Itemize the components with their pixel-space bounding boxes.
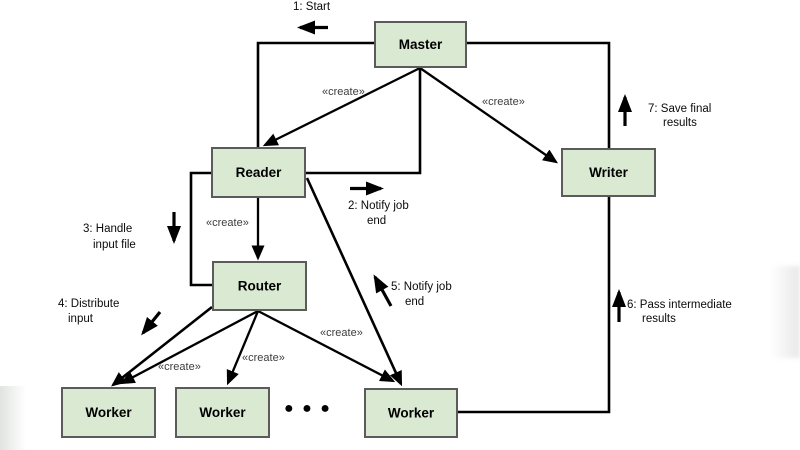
link-master-reader-right (306, 68, 422, 175)
message-1-label: 1: Start (293, 1, 331, 13)
message-2-label: 2: Notify job (348, 200, 409, 212)
message-3-label: 3: Handle (83, 223, 132, 235)
worker-ellipsis: ● ● ● (284, 400, 332, 417)
message-4-label: 4: Distribute (58, 298, 119, 310)
node-worker-middle-label: Worker (199, 405, 246, 420)
node-master: Master (374, 21, 467, 68)
create-arrow-master-reader (262, 66, 421, 147)
message-5-arrow-icon (373, 274, 393, 307)
node-worker-right-label: Worker (388, 406, 435, 421)
link-master-reader-top (256, 41, 375, 147)
stereotype-create-router-worker-right: «create» (320, 327, 363, 339)
message-2-label-line2: end (367, 215, 386, 227)
node-worker-right-box (364, 388, 458, 438)
link-router-worker-left (111, 305, 213, 387)
node-reader-label: Reader (236, 165, 283, 180)
message-5-label: 5: Notify job (391, 281, 452, 293)
create-arrow-router-worker-right (257, 309, 396, 383)
message-4-label-line2: input (68, 313, 94, 325)
node-reader-box (211, 147, 306, 198)
nodes: Master Reader Writer Router Worker Worke… (61, 21, 656, 438)
link-worker-writer (456, 197, 611, 414)
create-arrow-router-worker-left (119, 309, 259, 385)
node-router-label: Router (238, 279, 282, 294)
node-writer: Writer (561, 148, 656, 197)
message-labels: 1: Start 2: Notify job end 3: Handle inp… (58, 1, 732, 325)
node-worker-right: Worker (364, 388, 458, 438)
stereotype-create-reader-router: «create» (206, 217, 249, 229)
stereotype-create-master-writer: «create» (482, 96, 525, 108)
node-worker-left: Worker (61, 387, 156, 438)
node-worker-left-label: Worker (85, 405, 132, 420)
node-master-label: Master (399, 37, 443, 52)
node-writer-box (561, 148, 656, 197)
message-4-arrow-icon (141, 310, 162, 336)
create-arrow-master-writer (419, 67, 559, 164)
message-7-label-line2: results (663, 117, 697, 129)
message-5-label-line2: end (405, 296, 424, 308)
node-worker-middle: Worker (175, 387, 270, 438)
node-router: Router (212, 261, 307, 311)
node-reader: Reader (211, 147, 306, 198)
create-arrow-router-worker-middle (226, 310, 260, 386)
stereotype-create-router-worker-left: «create» (158, 361, 201, 373)
node-master-box (374, 21, 467, 68)
stereotype-create-master-reader: «create» (322, 86, 365, 98)
stereotype-create-router-worker-middle: «create» (242, 352, 285, 364)
link-master-writer (466, 41, 611, 148)
message-3-label-line2: input file (93, 239, 136, 251)
message-7-label: 7: Save final (648, 103, 711, 115)
node-worker-left-box (61, 387, 156, 438)
message-6-label-line2: results (642, 313, 676, 325)
node-writer-label: Writer (589, 165, 629, 180)
node-worker-middle-box (175, 387, 270, 438)
link-reader-worker-right (305, 177, 403, 387)
message-direction-arrows (141, 20, 632, 336)
link-reader-router-left (189, 171, 212, 287)
create-arrows: «create» «create» «create» «create» «cre… (119, 66, 559, 386)
message-6-label: 6: Pass intermediate (627, 299, 732, 311)
object-links (111, 41, 611, 414)
node-router-box (212, 261, 307, 311)
